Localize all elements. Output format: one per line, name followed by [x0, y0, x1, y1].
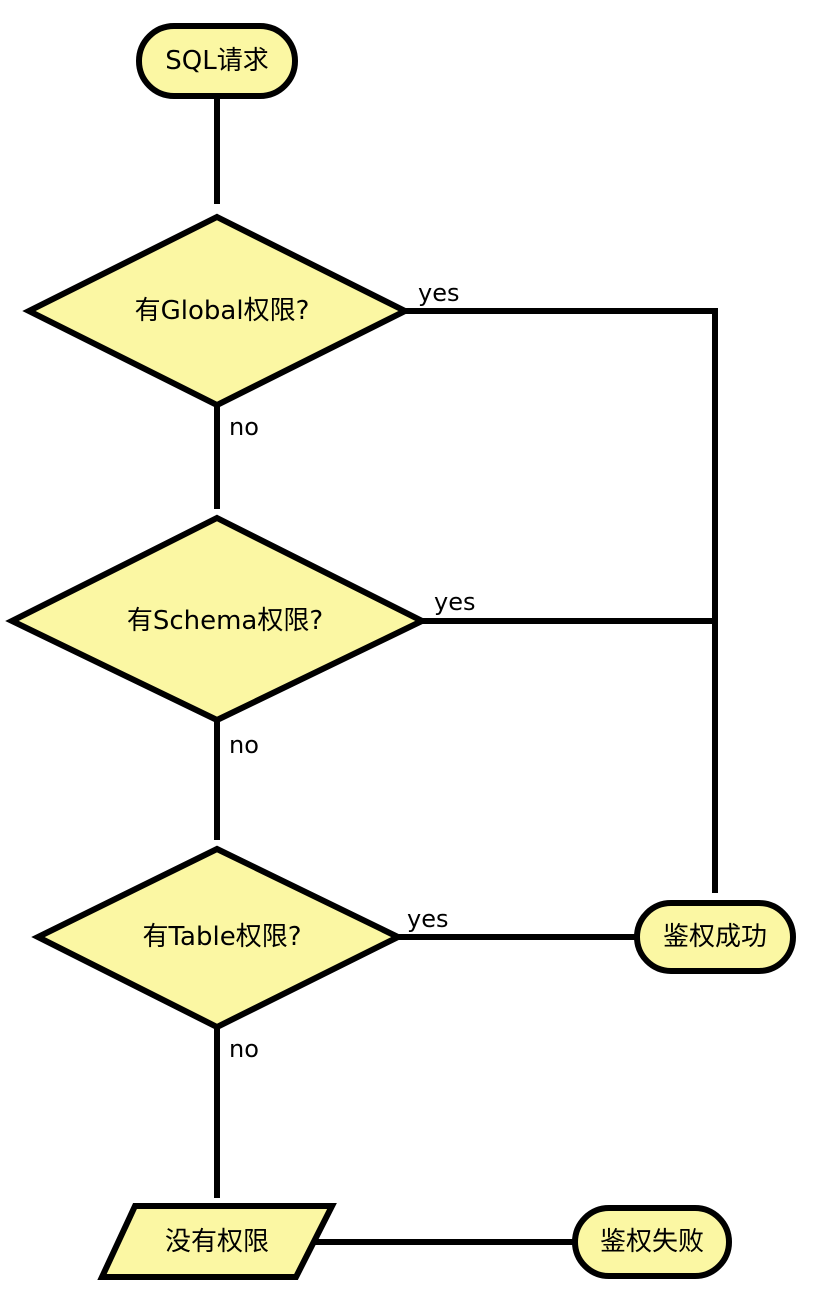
decision-shape — [31, 845, 405, 1031]
edge-label-global-no: no — [229, 413, 259, 441]
node-no-permission: 没有权限 — [97, 1203, 337, 1280]
edge-global-yes-to-success — [405, 308, 718, 893]
node-label-check-global: 有Global权限? — [135, 296, 310, 326]
edge-label-table-no: no — [229, 1035, 259, 1063]
node-check-global: 有Global权限? — [22, 213, 412, 409]
node-start: SQL请求 — [136, 23, 298, 99]
node-label-no-permission: 没有权限 — [165, 1227, 269, 1257]
edge-label-schema-yes: yes — [434, 588, 475, 616]
edge-label-schema-no: no — [229, 731, 259, 759]
edge-label-global-yes: yes — [418, 279, 459, 307]
terminal-shape — [136, 23, 298, 99]
node-auth-fail: 鉴权失败 — [572, 1205, 732, 1279]
edge-labels: yes no yes no yes no — [229, 279, 475, 1063]
node-label-check-table: 有Table权限? — [142, 922, 301, 952]
edge-label-table-yes: yes — [407, 905, 448, 933]
io-shape — [97, 1203, 337, 1280]
node-label-check-schema: 有Schema权限? — [127, 606, 323, 636]
node-auth-success: 鉴权成功 — [634, 900, 796, 974]
decision-shape — [22, 213, 412, 409]
terminal-shape — [572, 1205, 732, 1279]
node-label-auth-fail: 鉴权失败 — [600, 1227, 704, 1257]
decision-shape — [5, 514, 429, 724]
node-label-start: SQL请求 — [165, 46, 268, 76]
connectors — [214, 96, 718, 1245]
node-check-schema: 有Schema权限? — [5, 514, 429, 724]
terminal-shape — [634, 900, 796, 974]
node-check-table: 有Table权限? — [31, 845, 405, 1031]
node-label-auth-success: 鉴权成功 — [663, 922, 767, 952]
